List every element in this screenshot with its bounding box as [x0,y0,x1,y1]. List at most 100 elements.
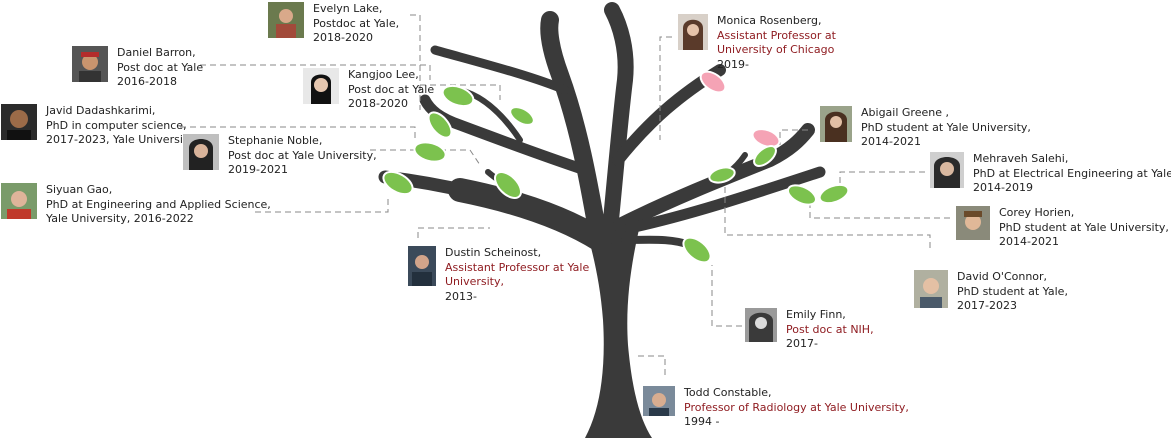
person-detail: Postdoc at Yale, [313,16,400,30]
person-detail: PhD student at Yale University, [999,220,1169,234]
person-info: Daniel Barron, Post doc at Yale 2016-201… [117,46,203,90]
person-info: Siyuan Gao, PhD at Engineering and Appli… [46,183,271,227]
person-detail: PhD student at Yale University, [861,120,1031,134]
person-detail: Post doc at Yale University, [228,148,377,162]
branch-up-center [602,2,634,238]
connector-lines [180,14,950,375]
person-name: Mehraveh Salehi, [973,152,1069,165]
avatar [956,206,990,240]
person-detail: 2017-2023, Yale University [46,133,194,146]
person-detail: Post doc at NIH, [786,322,874,336]
person-detail: Assistant Professor at Yale [445,260,590,274]
person-info: Monica Rosenberg, Assistant Professor at… [717,14,836,72]
person-name: Todd Constable, [684,386,772,399]
person-name: Monica Rosenberg, [717,14,822,27]
person-name: Siyuan Gao, [46,183,113,196]
branch-right-low [624,166,826,234]
avatar [72,46,108,82]
leaf [413,141,447,163]
person-abigail-greene: Abigail Greene , PhD student at Yale Uni… [820,106,1031,150]
person-name: Javid Dadashkarimi, [46,104,156,117]
avatar [820,106,852,142]
leaf [786,184,818,206]
avatar [1,183,37,219]
person-mehraveh-salehi: Mehraveh Salehi, PhD at Electrical Engin… [930,152,1171,196]
avatar [268,2,304,38]
leaves [382,70,850,264]
avatar [303,68,339,104]
leaf [818,183,850,205]
person-name: Dustin Scheinost, [445,246,542,259]
person-detail: 2017-2023 [957,299,1017,312]
person-detail: 2019- [717,57,749,71]
person-detail: PhD in computer science, [46,118,187,132]
person-detail: 2016-2018 [117,75,177,88]
leaf-pink [751,128,781,148]
branch-up-left [540,11,607,244]
person-detail: 2013- [445,289,477,303]
person-evelyn-lake: Evelyn Lake, Postdoc at Yale, 2018-2020 [268,2,399,46]
person-info: Stephanie Noble, Post doc at Yale Univer… [228,134,377,178]
person-info: Kangjoo Lee, Post doc at Yale 2018-2020 [348,68,434,112]
person-info: Mehraveh Salehi, PhD at Electrical Engin… [973,152,1171,196]
person-detail: Yale University, 2016-2022 [46,212,194,225]
person-info: Todd Constable, Professor of Radiology a… [684,386,909,430]
person-info: Dustin Scheinost, Assistant Professor at… [445,246,589,304]
leaf [441,84,475,108]
person-info: Emily Finn, Post doc at NIH, 2017- [786,308,874,352]
person-detail: 2018-2020 [313,31,373,44]
person-detail: PhD at Electrical Engineering at Yale, [973,166,1171,180]
tree-branches [378,2,826,252]
person-monica-rosenberg: Monica Rosenberg, Assistant Professor at… [678,14,836,72]
avatar [914,270,948,308]
person-detail: 2014-2021 [861,135,921,148]
person-detail: University, [445,275,504,288]
avatar [183,134,219,170]
leaf [682,236,712,264]
leaf [753,145,777,167]
person-daniel-barron: Daniel Barron, Post doc at Yale 2016-201… [72,46,203,90]
person-siyuan-gao: Siyuan Gao, PhD at Engineering and Appli… [1,183,271,227]
person-info: Evelyn Lake, Postdoc at Yale, 2018-2020 [313,2,399,46]
leaf [494,171,522,199]
person-javid-dadashkarimi: Javid Dadashkarimi, PhD in computer scie… [1,104,194,148]
branch-left-high [430,45,570,95]
person-name: Corey Horien, [999,206,1075,219]
person-info: Abigail Greene , PhD student at Yale Uni… [861,106,1031,150]
person-detail: PhD at Engineering and Applied Science, [46,197,271,211]
person-name: Kangjoo Lee, [348,68,419,81]
person-name: David O'Connor, [957,270,1048,283]
avatar [643,386,675,416]
person-detail: University of Chicago [717,43,835,56]
leaf [708,166,736,184]
person-info: David O'Connor, PhD student at Yale, 201… [957,270,1068,314]
person-kangjoo-lee: Kangjoo Lee, Post doc at Yale 2018-2020 [303,68,434,112]
person-stephanie-noble: Stephanie Noble, Post doc at Yale Univer… [183,134,377,178]
avatar [408,246,436,286]
person-david-oconnor: David O'Connor, PhD student at Yale, 201… [914,270,1068,314]
person-name: Daniel Barron, [117,46,196,59]
person-info: Javid Dadashkarimi, PhD in computer scie… [46,104,194,148]
person-detail: PhD student at Yale, [957,284,1068,298]
leaf [382,170,414,196]
person-detail: Assistant Professor at [717,28,836,42]
leaf [427,111,453,139]
branch-left-mid [419,94,591,176]
person-detail: 2014-2019 [973,181,1033,194]
person-detail: Post doc at Yale [348,82,435,96]
person-corey-horien: Corey Horien, PhD student at Yale Univer… [956,206,1169,250]
person-name: Stephanie Noble, [228,134,323,147]
person-detail: 2019-2021 [228,163,288,176]
avatar [678,14,708,50]
avatar [1,104,37,140]
branch-main-left [448,178,612,252]
person-detail: 1994 - [684,415,720,428]
avatar [745,308,777,342]
avatar [930,152,964,188]
person-todd-constable: Todd Constable, Professor of Radiology a… [643,386,909,430]
person-dustin-scheinost: Dustin Scheinost, Assistant Professor at… [408,246,589,304]
person-detail: 2018-2020 [348,97,408,110]
person-detail: Professor of Radiology at Yale Universit… [684,400,909,414]
